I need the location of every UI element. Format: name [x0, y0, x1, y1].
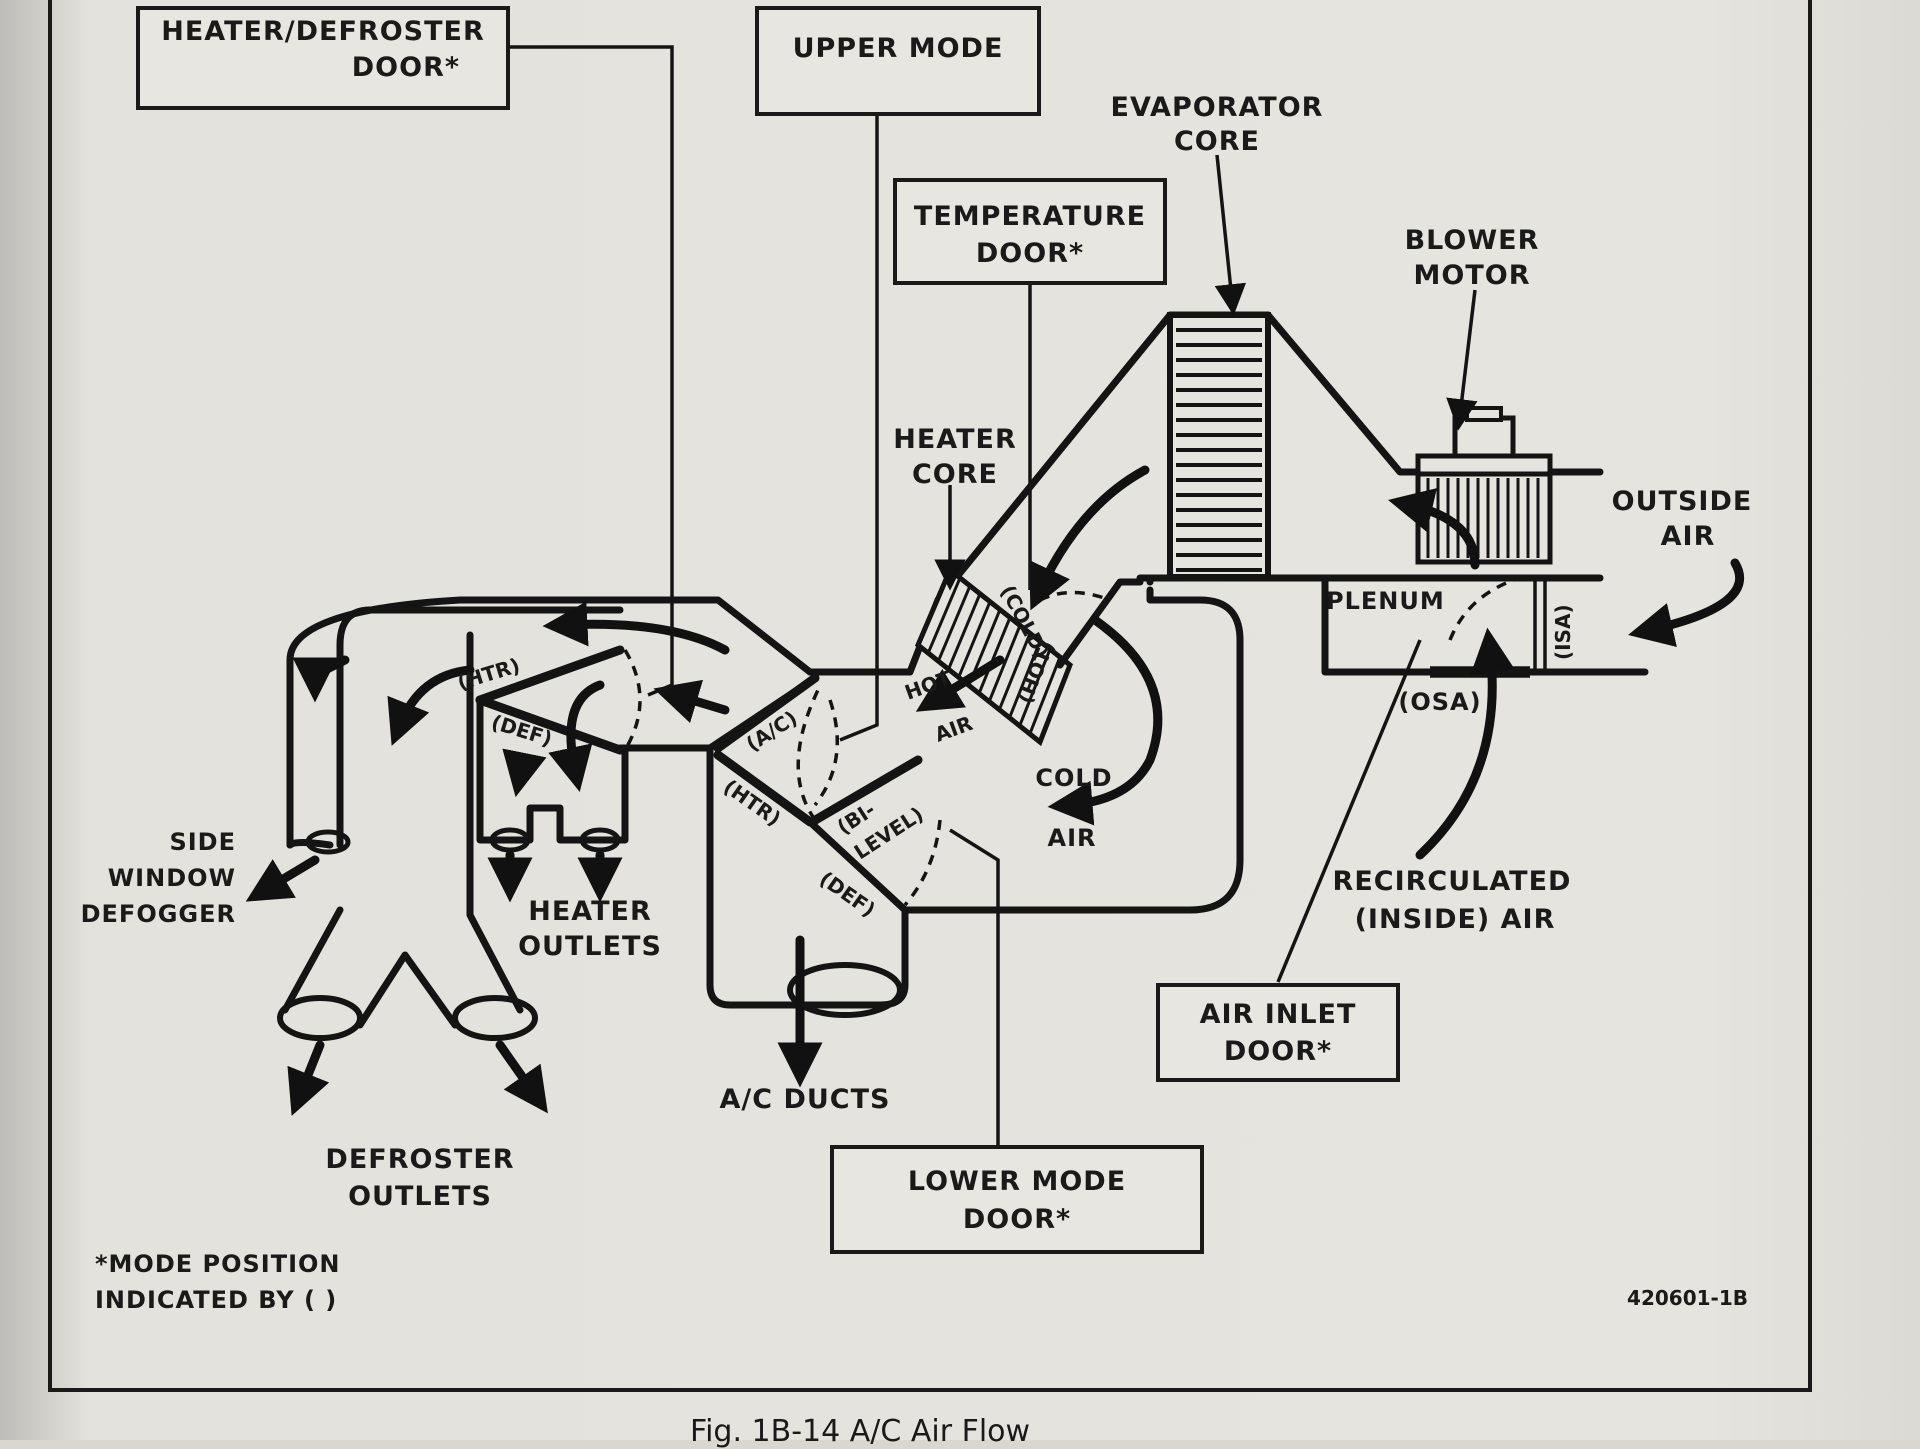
- ac-ducts-label: A/C DUCTS: [720, 1084, 891, 1115]
- lower-mode-door-label-1: LOWER MODE: [908, 1166, 1126, 1197]
- cold-air-label-2: AIR: [1048, 824, 1097, 852]
- temperature-door-label-1: TEMPERATURE: [914, 201, 1146, 232]
- lower-mode-door-label-2: DOOR*: [963, 1204, 1071, 1235]
- heater-defroster-door-htr: [475, 645, 625, 705]
- temperature-door-label-2: DOOR*: [976, 238, 1084, 269]
- ac-duct-outlet: [787, 962, 903, 1018]
- evaporator-core-label-2: CORE: [1174, 126, 1260, 157]
- upper-mode-door: [713, 673, 820, 753]
- temperature-door: [1056, 578, 1144, 669]
- blower-motor: [1415, 406, 1553, 565]
- heater-core-label-1: HEATER: [893, 424, 1017, 455]
- plenum-label: PLENUM: [1326, 587, 1445, 615]
- evaporator-core: [934, 311, 1604, 604]
- heater-outlets-label-1: HEATER: [528, 896, 652, 927]
- figure-border: [48, 0, 1812, 1392]
- main-duct: [286, 596, 942, 1009]
- outside-air-label-2: AIR: [1661, 521, 1716, 552]
- temperature-door-swing: [1039, 590, 1111, 602]
- air-inlet-door-label-1: AIR INLET: [1200, 999, 1357, 1030]
- lower-mode-door-box: [830, 1145, 1204, 1254]
- side-window-defogger-label-2: WINDOW: [108, 864, 236, 892]
- heater-defroster-door-box: [136, 6, 510, 110]
- heater-defroster-door-label-1: HEATER/DEFROSTER: [161, 16, 485, 47]
- lower-mode-door-htr: [713, 750, 815, 827]
- air-inlet-door-label-2: DOOR*: [1224, 1036, 1332, 1067]
- leader-lines: [505, 45, 1478, 1147]
- footnote-line-1: *MODE POSITION: [95, 1250, 341, 1278]
- air-inlet-door-box: [1156, 983, 1400, 1082]
- blower-motor-label-1: BLOWER: [1405, 225, 1540, 256]
- heater-core-label-2: CORE: [912, 459, 998, 490]
- osa-label: (OSA): [1398, 688, 1481, 716]
- outside-air-label-1: OUTSIDE: [1612, 486, 1753, 517]
- flow-arrows: [245, 465, 1745, 1116]
- plenum: [1136, 573, 1649, 678]
- heater-outlets-label-2: OUTLETS: [518, 931, 662, 962]
- lower-mode-door-bi-level: [807, 755, 923, 827]
- defroster-outlets-label-2: OUTLETS: [348, 1181, 492, 1212]
- recirculated-air-label-1: RECIRCULATED: [1333, 866, 1572, 897]
- hot-air-label-2: AIR: [932, 711, 976, 747]
- heater-core: [806, 566, 1074, 747]
- upper-mode-door-swing: [813, 699, 840, 807]
- heater-defroster-door-def: [475, 695, 625, 755]
- heater-outlets: [305, 696, 629, 855]
- cold-air-duct: [901, 586, 1244, 914]
- recirculated-air-label-2: (INSIDE) AIR: [1355, 904, 1556, 935]
- temperature-door-box: [893, 178, 1167, 285]
- isa-label: (ISA): [1551, 604, 1575, 660]
- side-window-defogger-label-1: SIDE: [169, 828, 236, 856]
- figure-caption: Fig. 1B-14 A/C Air Flow: [690, 1414, 1031, 1449]
- upper-mode-box: [755, 6, 1041, 116]
- heater-defroster-door-swing: [623, 649, 642, 751]
- defroster-outlets-label-1: DEFROSTER: [325, 1144, 514, 1175]
- blower-motor-label-2: MOTOR: [1414, 260, 1531, 291]
- defroster-duct: [277, 606, 642, 1041]
- footnote-line-2: INDICATED BY ( ): [95, 1286, 337, 1314]
- side-window-defogger-label-3: DEFOGGER: [81, 900, 236, 928]
- figure-number: 420601-1B: [1627, 1286, 1748, 1310]
- upper-mode-label: UPPER MODE: [793, 33, 1004, 64]
- heater-defroster-door-label-2: DOOR*: [352, 52, 460, 83]
- lower-mode-door-swing-up: [796, 689, 820, 822]
- lower-mode-door-swing-down: [903, 819, 942, 907]
- cold-air-label-1: COLD: [1035, 764, 1112, 792]
- evaporator-core-label-1: EVAPORATOR: [1111, 92, 1324, 123]
